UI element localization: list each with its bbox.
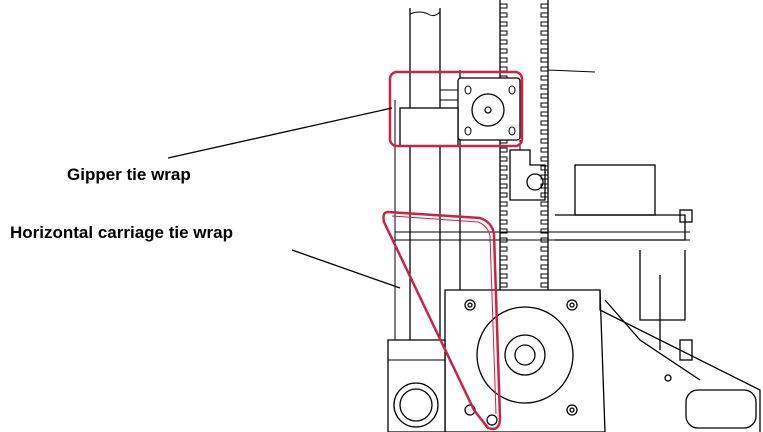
right-motor-box xyxy=(395,164,693,361)
leader-lines xyxy=(167,107,401,289)
tie-wrap-highlights xyxy=(382,70,524,431)
belt-clamp xyxy=(509,140,546,201)
left-lower-block xyxy=(387,339,446,432)
lower-carriage xyxy=(444,289,761,432)
gripper-motor-plate xyxy=(399,69,596,147)
gripper-leader-line xyxy=(167,107,393,159)
horizontal-carriage-tie-wrap-highlight xyxy=(382,210,502,431)
horizontal-leader-line xyxy=(291,249,401,289)
gripper-tie-wrap-label: Gipper tie wrap xyxy=(67,165,191,184)
horizontal-carriage-tie-wrap-label: Horizontal carriage tie wrap xyxy=(10,223,233,242)
